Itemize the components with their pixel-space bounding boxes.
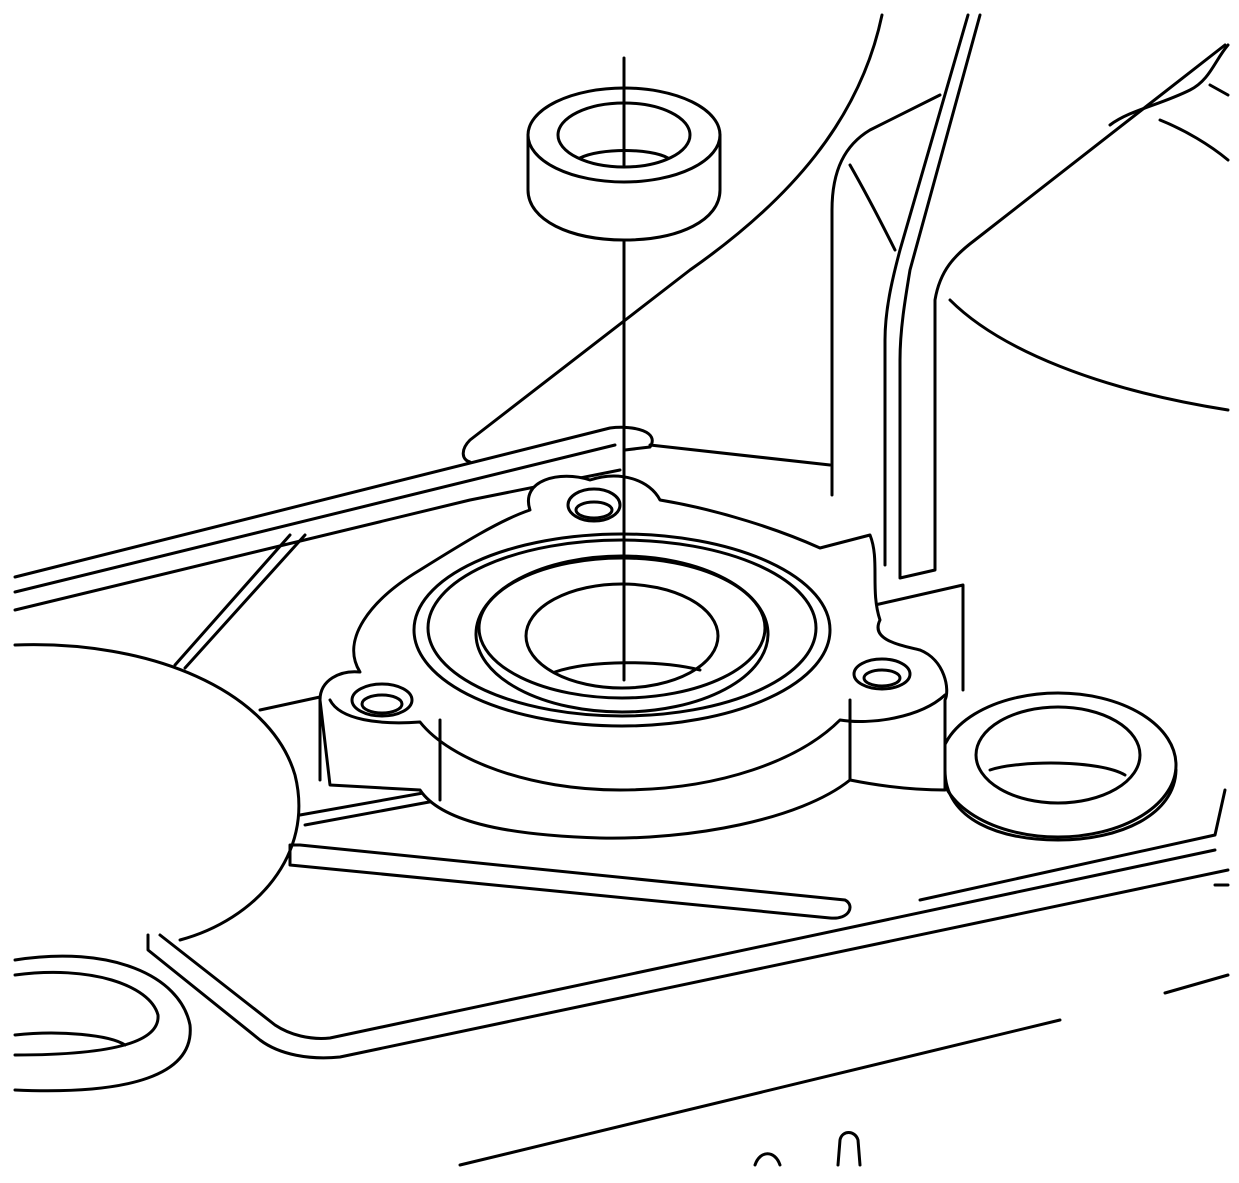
mounting-hole-left [350,682,414,718]
bolt-boss-left [13,954,192,1093]
seal [526,56,722,242]
mounting-hole-right [852,657,912,691]
housing-upper [461,13,1230,580]
bolt-boss-right [938,691,1178,842]
seal-bore-flange [318,474,949,840]
left-boss [13,643,301,942]
mounting-hole-top [566,487,622,523]
